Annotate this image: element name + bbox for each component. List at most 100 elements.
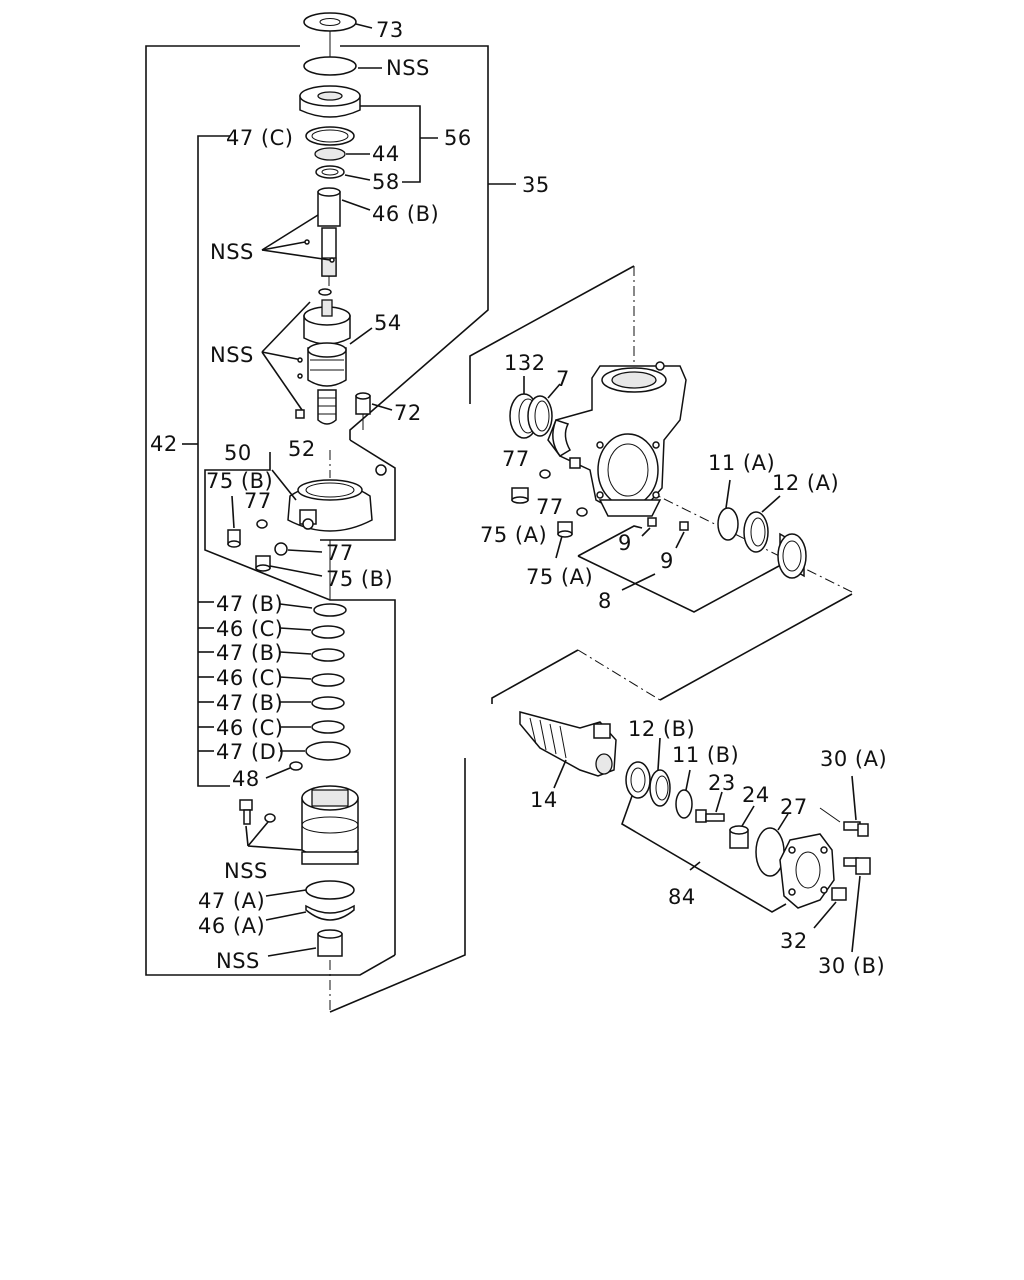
part-77-washer-d <box>576 507 588 517</box>
label-9-a: 9 <box>618 531 632 555</box>
label-nss-4: NSS <box>216 949 260 973</box>
label-11b: 11 (B) <box>672 743 739 767</box>
part-84-bracket <box>621 795 841 913</box>
part-46b-sleeve <box>317 187 371 227</box>
label-9-b: 9 <box>660 549 674 573</box>
part-72-plug <box>355 392 393 430</box>
label-47c: 47 (C) <box>226 126 293 150</box>
part-9-bolts <box>641 517 689 549</box>
part-77-washer-b <box>274 542 323 556</box>
part-23-screw <box>695 791 725 823</box>
part-56-top-cover <box>299 85 361 118</box>
part-30b-bolt <box>843 857 871 953</box>
part-75b-fitting-b <box>255 555 323 577</box>
label-132: 132 <box>504 351 546 375</box>
label-84: 84 <box>668 885 696 909</box>
center-lines <box>329 265 853 1013</box>
label-46c-3: 46 (C) <box>216 716 283 740</box>
part-7-ring <box>527 383 561 437</box>
part-44-bearing <box>314 147 370 161</box>
part-side-cover <box>779 833 835 909</box>
label-44: 44 <box>372 142 400 166</box>
valve-housing-bracket <box>204 439 396 955</box>
part-75a-fitting-b <box>555 521 573 559</box>
label-75a-b: 75 (A) <box>526 565 593 589</box>
label-42: 42 <box>150 432 178 456</box>
label-46c-1: 46 (C) <box>216 617 283 641</box>
label-30b: 30 (B) <box>818 954 885 978</box>
part-75b-fitting-a <box>227 495 241 548</box>
label-30a: 30 (A) <box>820 747 887 771</box>
label-12b: 12 (B) <box>628 717 695 741</box>
part-46a-ring <box>265 904 355 921</box>
part-piston <box>301 785 359 865</box>
label-32: 32 <box>780 929 808 953</box>
label-54: 54 <box>374 311 402 335</box>
label-77-c: 77 <box>502 447 530 471</box>
group-42-bracket <box>182 135 230 787</box>
label-35: 35 <box>522 173 550 197</box>
label-47b-1: 47 (B) <box>216 592 283 616</box>
label-nss-2: NSS <box>210 343 254 367</box>
label-nss-1: NSS <box>210 240 254 264</box>
label-nss-top: NSS <box>386 56 430 80</box>
group-35-bracket <box>145 45 516 976</box>
part-8-bracket <box>577 525 791 613</box>
part-47c-seal <box>305 126 355 146</box>
label-7: 7 <box>556 367 570 391</box>
part-input-shaft <box>321 227 337 286</box>
label-nss-3: NSS <box>224 859 268 883</box>
part-77-washer-a <box>256 519 268 529</box>
part-bearing-84 <box>625 761 651 799</box>
part-58-ring <box>315 165 371 181</box>
part-77-washer-c <box>539 457 581 479</box>
label-47a: 47 (A) <box>198 889 265 913</box>
label-75a-a: 75 (A) <box>480 523 547 547</box>
label-14: 14 <box>530 788 558 812</box>
part-54-valve-assembly <box>303 288 373 425</box>
part-32-nut <box>813 887 847 929</box>
seal-stack <box>265 603 351 779</box>
label-73: 73 <box>376 18 404 42</box>
label-27: 27 <box>780 795 808 819</box>
label-8: 8 <box>598 589 612 613</box>
nss-bolts-3 <box>239 799 303 851</box>
nss-leaders-2 <box>261 301 311 419</box>
label-75b-a: 75 (B) <box>206 469 273 493</box>
part-11a-snap-ring <box>717 479 739 541</box>
label-52: 52 <box>288 437 316 461</box>
part-gear-housing <box>547 361 687 517</box>
group-56-bracket <box>350 105 438 183</box>
label-23: 23 <box>708 771 736 795</box>
part-75a-fitting-a <box>511 487 529 504</box>
part-11b-snap-ring <box>675 769 693 819</box>
label-46c-2: 46 (C) <box>216 666 283 690</box>
label-75b-b: 75 (B) <box>326 567 393 591</box>
label-50: 50 <box>224 441 252 465</box>
part-14-sector-shaft <box>519 711 617 789</box>
part-30a-bolt <box>843 775 869 837</box>
label-24: 24 <box>742 783 770 807</box>
label-77-d: 77 <box>536 495 564 519</box>
part-12b-seal <box>649 737 671 807</box>
part-needle-bearing-right <box>777 532 807 579</box>
part-nss-snap-ring-top <box>303 56 382 76</box>
label-48: 48 <box>232 767 260 791</box>
label-12a: 12 (A) <box>772 471 839 495</box>
part-24-nut <box>729 805 755 849</box>
part-12a-seal <box>743 495 781 553</box>
label-77-b: 77 <box>326 541 354 565</box>
part-47a-seal <box>265 880 355 900</box>
label-46b: 46 (B) <box>372 202 439 226</box>
label-56: 56 <box>444 126 472 150</box>
label-77-a: 77 <box>244 489 272 513</box>
label-72: 72 <box>394 401 422 425</box>
label-46a: 46 (A) <box>198 914 265 938</box>
part-50-valve-housing <box>271 464 387 532</box>
label-58: 58 <box>372 170 400 194</box>
label-47b-2: 47 (B) <box>216 641 283 665</box>
part-73-washer <box>303 12 373 32</box>
label-47b-3: 47 (B) <box>216 691 283 715</box>
